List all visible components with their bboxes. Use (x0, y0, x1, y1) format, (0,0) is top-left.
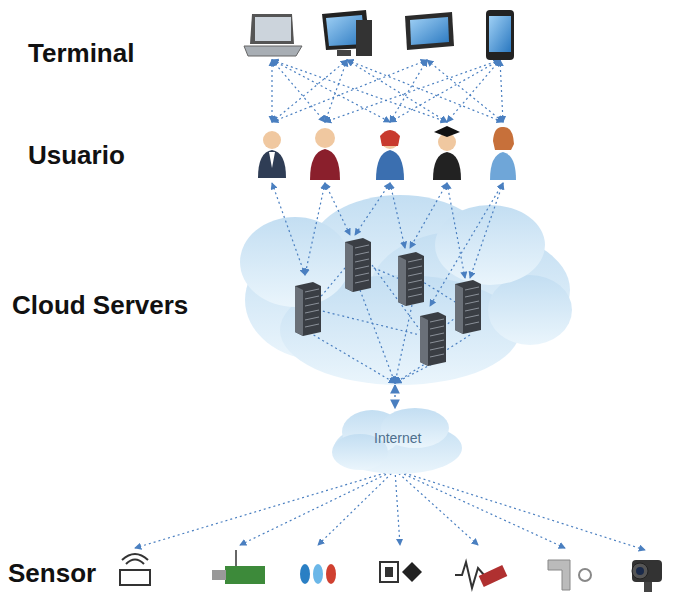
section-label: Terminal (28, 38, 134, 69)
section-label: Usuario (28, 140, 125, 171)
sensor-links (135, 470, 645, 550)
section-label: Cloud Servers (12, 290, 188, 321)
monitor-icon (322, 10, 372, 56)
server-cloud: Cloud Servers (8, 190, 578, 385)
cloud-label: Internet (374, 430, 421, 446)
internet-cloud: Internet (330, 408, 465, 476)
sensor-icons (120, 550, 662, 592)
tablet-icon (405, 12, 454, 50)
dotted-links (272, 60, 503, 122)
phone-icon (486, 10, 514, 60)
cloud-shape (8, 190, 578, 385)
section-label: Sensor (8, 558, 96, 589)
dotted-connector (394, 385, 395, 408)
user-icons (258, 126, 516, 180)
laptop-icon (244, 14, 302, 56)
